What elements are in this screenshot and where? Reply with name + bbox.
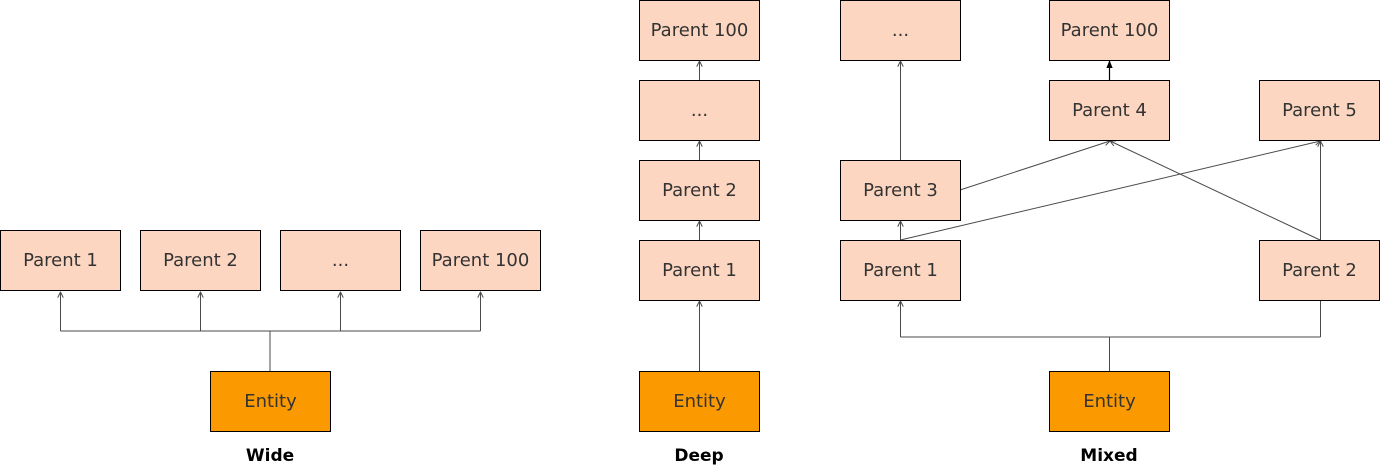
mixed-parent-5-label: Parent 5 xyxy=(1282,100,1357,121)
wide-parent-100-label: Parent 100 xyxy=(431,250,530,271)
deep-caption: Deep xyxy=(674,446,724,466)
wide-caption: Wide xyxy=(245,446,295,466)
wide-entity-label: Entity xyxy=(244,391,297,412)
wide-parent-2-label: Parent 2 xyxy=(163,250,238,271)
mixed-parent-2-label: Parent 2 xyxy=(1282,260,1357,281)
mixed-parent-1-label: Parent 1 xyxy=(863,260,938,281)
wide-parent-ellipsis-label: ... xyxy=(331,250,350,271)
deep-parent-ellipsis-box: ... xyxy=(639,80,760,141)
mixed-parent-1-box: Parent 1 xyxy=(840,240,961,301)
mixed-parent-3-label: Parent 3 xyxy=(863,180,938,201)
deep-parent-ellipsis-label: ... xyxy=(690,100,709,121)
mixed-arrow-parent-2-to-parent-4 xyxy=(1110,141,1321,241)
mixed-connectors xyxy=(900,60,1321,371)
deep-parent-2-box: Parent 2 xyxy=(639,160,760,221)
mixed-parent-ellipsis-box: ... xyxy=(840,0,961,61)
wide-connectors xyxy=(61,292,481,371)
mixed-arrow-parent-1-to-parent-5 xyxy=(900,141,1321,241)
mixed-parent-4-box: Parent 4 xyxy=(1049,80,1170,141)
deep-parent-1-label: Parent 1 xyxy=(662,260,737,281)
mixed-parent-100-label: Parent 100 xyxy=(1060,20,1159,41)
deep-parent-2-label: Parent 2 xyxy=(662,180,737,201)
mixed-parent-5-box: Parent 5 xyxy=(1259,80,1380,141)
wide-parent-1-box: Parent 1 xyxy=(0,230,121,291)
mixed-arrow-parent-3-to-parent-4 xyxy=(959,141,1110,191)
deep-entity-label: Entity xyxy=(673,391,726,412)
mixed-parent-2-box: Parent 2 xyxy=(1259,240,1380,301)
mixed-parent-4-label: Parent 4 xyxy=(1072,100,1147,121)
mixed-parent-ellipsis-label: ... xyxy=(891,20,910,41)
wide-parent-1-label: Parent 1 xyxy=(23,250,98,271)
mixed-entity-box: Entity xyxy=(1049,371,1170,432)
wide-parent-2-box: Parent 2 xyxy=(140,230,261,291)
mixed-caption: Mixed xyxy=(1080,446,1138,466)
wide-parent-100-box: Parent 100 xyxy=(420,230,541,291)
mixed-entity-label: Entity xyxy=(1083,391,1136,412)
deep-parent-100-label: Parent 100 xyxy=(650,20,749,41)
deep-parent-1-box: Parent 1 xyxy=(639,240,760,301)
mixed-parent-3-box: Parent 3 xyxy=(840,160,961,221)
deep-entity-box: Entity xyxy=(639,371,760,432)
wide-parent-ellipsis-box: ... xyxy=(280,230,401,291)
deep-parent-100-box: Parent 100 xyxy=(639,0,760,61)
mixed-parent-100-box: Parent 100 xyxy=(1049,0,1170,61)
wide-entity-box: Entity xyxy=(210,371,331,432)
